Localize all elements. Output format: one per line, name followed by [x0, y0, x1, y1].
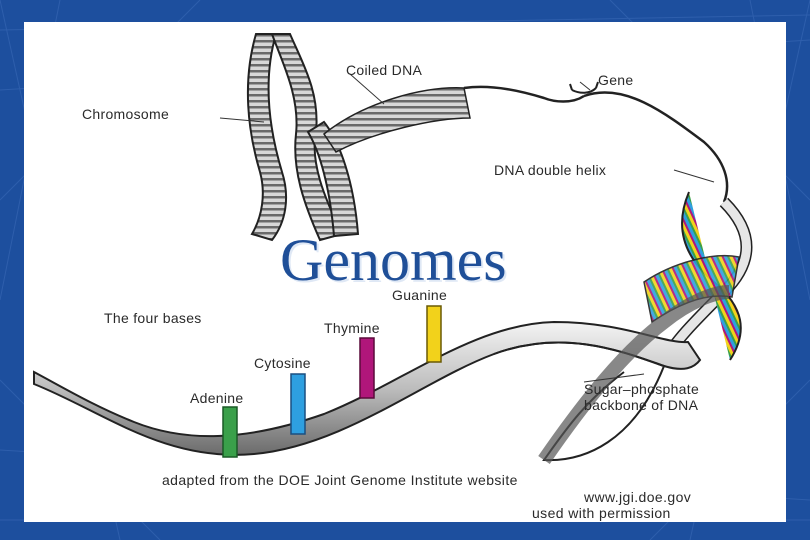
dna-strand-line — [583, 91, 729, 203]
backbone-upper-loop — [538, 285, 730, 464]
chromosome-illustration — [246, 33, 360, 242]
label-backbone-line1: Sugar–phosphate — [584, 381, 700, 397]
adenine-bar — [222, 406, 238, 458]
slide-title: Genomes — [280, 227, 507, 293]
guanine-bar — [426, 305, 442, 363]
cytosine-bar — [290, 373, 306, 435]
label-thymine: Thymine — [324, 320, 380, 336]
credit-line-1: adapted from the DOE Joint Genome Instit… — [162, 472, 518, 488]
double-helix-illustration — [643, 191, 753, 365]
label-chromosome: Chromosome — [82, 106, 170, 122]
label-adenine: Adenine — [190, 390, 244, 406]
label-dna-double-helix: DNA double helix — [494, 162, 607, 178]
label-coiled-dna: Coiled DNA — [346, 62, 423, 78]
pointer-lines — [219, 73, 715, 383]
label-gene: Gene — [598, 72, 634, 88]
genome-diagram — [33, 33, 753, 464]
credit-line-3: used with permission — [532, 505, 671, 521]
coiled-dna-illustration — [322, 85, 585, 153]
label-backbone-line2: backbone of DNA — [584, 397, 699, 413]
label-cytosine: Cytosine — [254, 355, 311, 371]
credit-line-2: www.jgi.doe.gov — [584, 489, 692, 505]
label-guanine: Guanine — [392, 287, 448, 303]
label-four-bases: The four bases — [104, 310, 202, 326]
gene-marker — [569, 81, 599, 94]
thymine-bar — [359, 337, 375, 399]
backbone-ribbon — [33, 320, 702, 456]
